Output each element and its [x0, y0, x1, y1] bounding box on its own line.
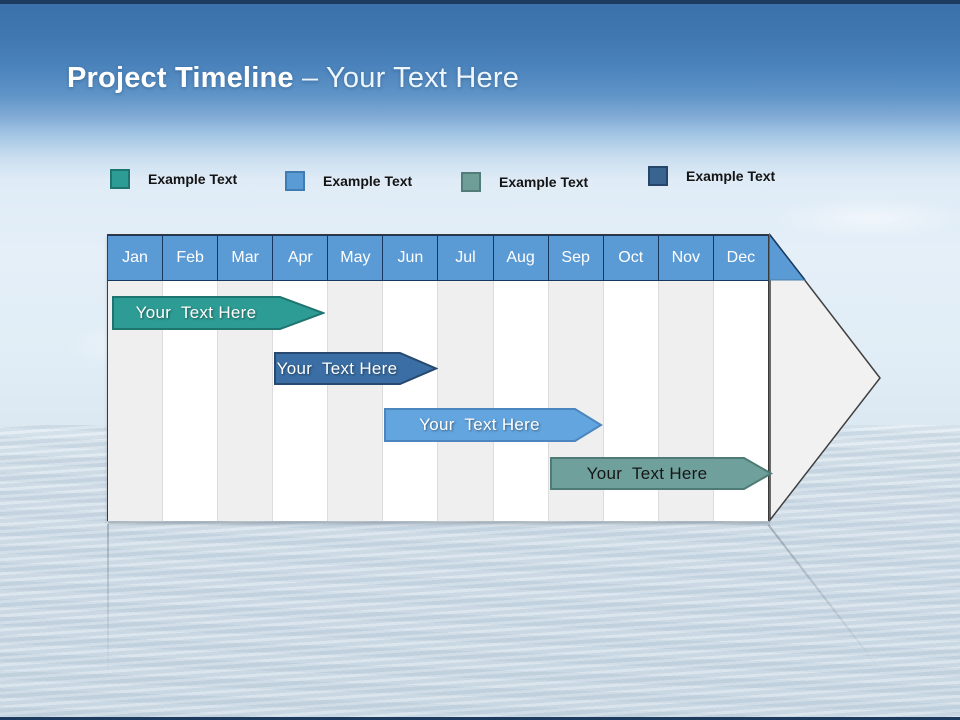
legend-swatch-icon	[461, 172, 481, 192]
gantt-bar-shape	[112, 296, 325, 330]
month-cell: Jan	[108, 235, 164, 280]
grid-column	[493, 281, 549, 521]
table-reflection-band	[108, 522, 770, 526]
grid-column	[383, 281, 439, 521]
month-cell: Aug	[493, 235, 549, 280]
gantt-bar: Your Text Here	[112, 296, 325, 330]
arrow-tip-shape	[769, 233, 881, 523]
legend-item: Example Text	[110, 169, 237, 189]
gantt-bar-shape	[550, 457, 773, 490]
month-cell: Mar	[218, 235, 274, 280]
title-main: Project Timeline	[67, 62, 294, 94]
gantt-bar: Your Text Here	[384, 408, 603, 442]
legend-label: Example Text	[148, 171, 238, 187]
gantt-bar-label: Your Text Here	[586, 463, 708, 483]
top-border-strip	[0, 0, 960, 4]
table-reflection-left-edge	[107, 524, 109, 679]
page-title: Project Timeline – Your Text Here	[67, 62, 519, 95]
gantt-bar-shape	[274, 352, 438, 385]
month-header-row: Jan Feb Mar Apr May Jun Jul Aug Sep Oct …	[108, 235, 768, 281]
swatch-rect	[461, 172, 481, 192]
gantt-bar-label: Your Text Here	[135, 303, 257, 322]
month-cell: Sep	[548, 235, 604, 280]
swatch-rect	[285, 171, 305, 191]
gantt-bar: Your Text Here	[550, 457, 773, 490]
month-cell: Jun	[383, 235, 439, 280]
gantt-bar-label: Your Text Here	[276, 358, 398, 378]
gantt-bar-label: Your Text Here	[419, 415, 540, 434]
month-cell: Nov	[658, 235, 714, 280]
timeline-arrow-tip	[769, 233, 881, 523]
gantt-bar: Your Text Here	[274, 352, 438, 385]
gantt-bar-shape	[384, 408, 603, 442]
legend-label: Example Text	[499, 174, 589, 190]
title-placeholder: Your Text Here	[326, 62, 520, 94]
month-cell: Dec	[713, 235, 768, 280]
bottom-border-strip	[0, 717, 960, 720]
grid-column	[328, 281, 384, 521]
month-cell: May	[328, 235, 384, 280]
legend-label: Example Text	[323, 173, 413, 189]
month-cell: Oct	[603, 235, 659, 280]
swatch-rect	[110, 169, 130, 189]
arrow-tip-header-edge	[769, 234, 806, 281]
legend-swatch-icon	[110, 169, 130, 189]
legend-swatch-icon	[648, 166, 668, 186]
swatch-rect	[648, 166, 668, 186]
month-cell: Apr	[273, 235, 329, 280]
grid-column	[438, 281, 494, 521]
legend-item: Example Text	[285, 171, 412, 191]
month-cell: Feb	[163, 235, 219, 280]
legend-swatch-icon	[285, 171, 305, 191]
month-cell: Jul	[438, 235, 494, 280]
legend-item: Example Text	[648, 166, 775, 186]
title-separator: –	[293, 62, 327, 94]
legend-label: Example Text	[686, 168, 776, 184]
legend-item: Example Text	[461, 172, 588, 192]
